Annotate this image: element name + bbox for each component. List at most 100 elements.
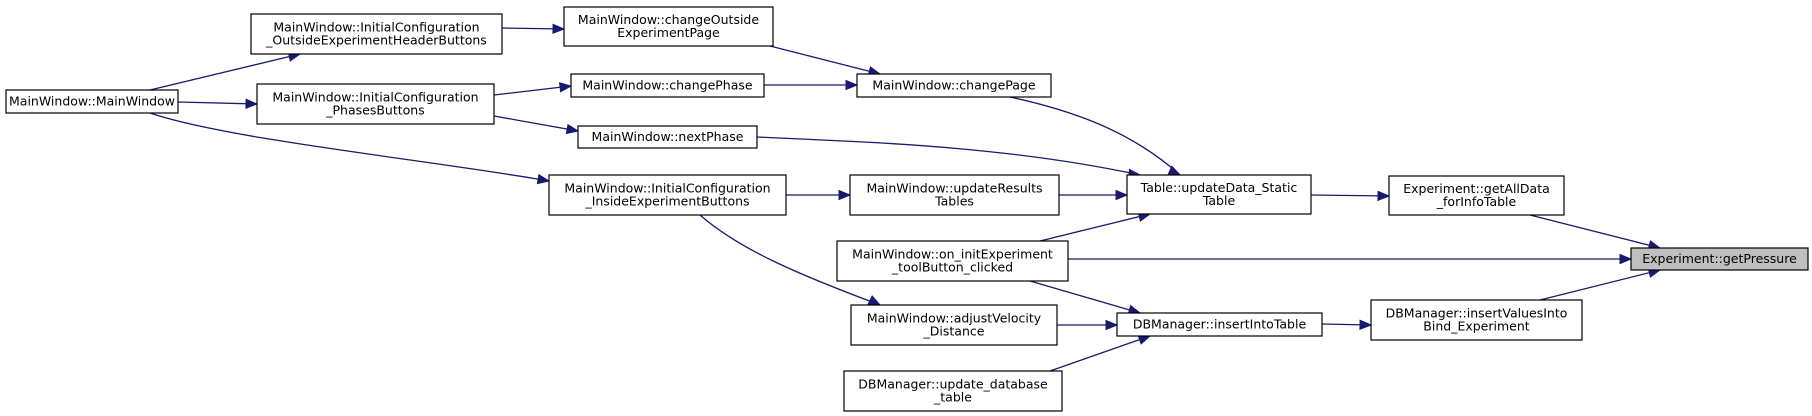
node-label-line: DBManager::insertValuesInto [1386, 306, 1568, 321]
edge-tbl_update_static-to-mw_change_page [1009, 96, 1182, 176]
node-exp-get-pressure[interactable]: Experiment::getPressure [1630, 247, 1809, 271]
edge-mw_change_outside-to-mw_init_outside [501, 23, 566, 35]
edge-line [769, 45, 881, 75]
node-label-line: _Distance [923, 324, 985, 339]
edge-exp_get_pressure-to-mw_on_init [1068, 253, 1633, 265]
edge-arrowhead [558, 82, 573, 93]
node-box [1630, 247, 1809, 271]
edge-arrowhead [1105, 319, 1119, 331]
edge-line [149, 53, 301, 91]
edge-line [493, 85, 572, 96]
node-mw-change-phase[interactable]: MainWindow::changePhase [570, 73, 765, 98]
node-box [843, 370, 1063, 412]
edge-arrowhead [1359, 319, 1373, 331]
node-box [548, 174, 787, 216]
node-box [1116, 312, 1323, 337]
node-label-line: MainWindow::changeOutside [578, 12, 759, 27]
edge-mw_init_phases-to-mw_main [177, 98, 259, 109]
node-box [5, 89, 179, 114]
edge-line [1310, 194, 1390, 197]
node-label-line: Tables [934, 194, 974, 209]
node-box [250, 13, 503, 55]
node-label-line: _InsideExperimentButtons [584, 194, 749, 209]
edge-arrowhead [1619, 253, 1633, 265]
edge-mw_change_page-to-mw_change_phase [764, 79, 859, 91]
node-box [570, 73, 765, 98]
edge-line [493, 115, 579, 132]
node-db-update-db[interactable]: DBManager::update_database_table [843, 370, 1063, 412]
edge-arrowhead [1137, 334, 1152, 345]
edge-line [1049, 335, 1151, 372]
edge-db_insert_values_bind-to-db_insert_into_table [1321, 319, 1373, 331]
edge-arrowhead [552, 23, 566, 35]
node-label-line: MainWindow::updateResults [866, 181, 1042, 196]
node-mw-init-phases[interactable]: MainWindow::InitialConfiguration_PhasesB… [256, 83, 495, 125]
node-mw-on-init[interactable]: MainWindow::on_initExperiment_toolButton… [836, 240, 1069, 282]
node-label-line: MainWindow::InitialConfiguration [564, 181, 770, 196]
edge-arrowhead [565, 123, 580, 135]
node-box [1388, 175, 1565, 216]
node-box [1370, 299, 1583, 341]
node-box [1126, 174, 1312, 215]
node-label-line: _forInfoTable [1436, 194, 1517, 209]
node-box [563, 6, 774, 47]
node-db-insert-values-bind[interactable]: DBManager::insertValuesIntoBind_Experime… [1370, 299, 1583, 341]
edge-mw_change_phase-to-mw_init_phases [493, 82, 573, 96]
node-mw-main[interactable]: MainWindow::MainWindow [5, 89, 179, 114]
edge-exp_get_pressure-to-db_insert_values_bind [1539, 267, 1662, 301]
edge-arrowhead [1167, 165, 1182, 176]
edge-mw_change_page-to-mw_change_outside [769, 45, 882, 77]
node-label-line: Experiment::getAllData [1403, 181, 1550, 196]
node-label-line: MainWindow::on_initExperiment [852, 247, 1053, 262]
edge-tbl_update_static-to-mw_next_phase [756, 136, 1142, 180]
edge-tbl_update_static-to-mw_update_results [1059, 189, 1129, 201]
node-label-line: MainWindow::InitialConfiguration [272, 90, 478, 105]
edge-tbl_update_static-to-mw_on_init [1039, 211, 1152, 242]
node-exp-get-all-data[interactable]: Experiment::getAllData_forInfoTable [1388, 175, 1565, 216]
node-box [577, 125, 758, 149]
node-mw-change-page[interactable]: MainWindow::changePage [856, 73, 1052, 98]
node-box [256, 83, 495, 125]
node-box [856, 73, 1052, 98]
node-mw-adjust-velocity[interactable]: MainWindow::adjustVelocity_Distance [850, 304, 1058, 346]
edge-arrowhead [1115, 189, 1129, 201]
edge-arrowhead [845, 79, 859, 91]
node-mw-init-inside[interactable]: MainWindow::InitialConfiguration_InsideE… [548, 174, 787, 216]
node-label-line: MainWindow::nextPhase [592, 129, 744, 144]
node-label-line: Experiment::getPressure [1642, 251, 1797, 266]
edge-exp_get_all_data-to-tbl_update_static [1310, 190, 1391, 202]
node-label-line: MainWindow::MainWindow [9, 94, 175, 109]
edge-db_insert_into_table-to-db_update_db [1049, 334, 1152, 372]
edge-line [699, 214, 881, 306]
edge-line [756, 136, 1141, 176]
node-label-line: DBManager::update_database [858, 377, 1048, 392]
edge-arrowhead [536, 173, 551, 185]
node-label-line: Bind_Experiment [1423, 319, 1529, 334]
edge-mw_update_results-to-mw_init_inside [786, 189, 852, 201]
node-label-line: _OutsideExperimentHeaderButtons [265, 33, 487, 48]
edge-line [1009, 96, 1181, 176]
edge-exp_get_pressure-to-exp_get_all_data [1529, 214, 1662, 251]
edge-line [1529, 214, 1661, 249]
node-mw-next-phase[interactable]: MainWindow::nextPhase [577, 125, 758, 149]
edges-layer [149, 23, 1662, 372]
node-mw-init-outside[interactable]: MainWindow::InitialConfiguration_Outside… [250, 13, 503, 55]
edge-line [149, 112, 550, 182]
edge-line [1029, 280, 1141, 314]
edge-arrowhead [838, 189, 852, 201]
edge-line [1539, 269, 1661, 301]
node-box [850, 304, 1058, 346]
node-label-line: _toolButton_clicked [891, 260, 1013, 275]
node-label-line: DBManager::insertIntoTable [1133, 317, 1307, 332]
node-label-line: MainWindow::changePage [872, 78, 1035, 93]
edge-line [177, 101, 258, 105]
node-label-line: _table [933, 390, 972, 405]
node-label-line: MainWindow::changePhase [582, 78, 753, 93]
node-label-line: MainWindow::InitialConfiguration [273, 20, 479, 35]
node-db-insert-into-table[interactable]: DBManager::insertIntoTable [1116, 312, 1323, 337]
nodes-layer: MainWindow::MainWindowMainWindow::Initia… [5, 6, 1809, 412]
